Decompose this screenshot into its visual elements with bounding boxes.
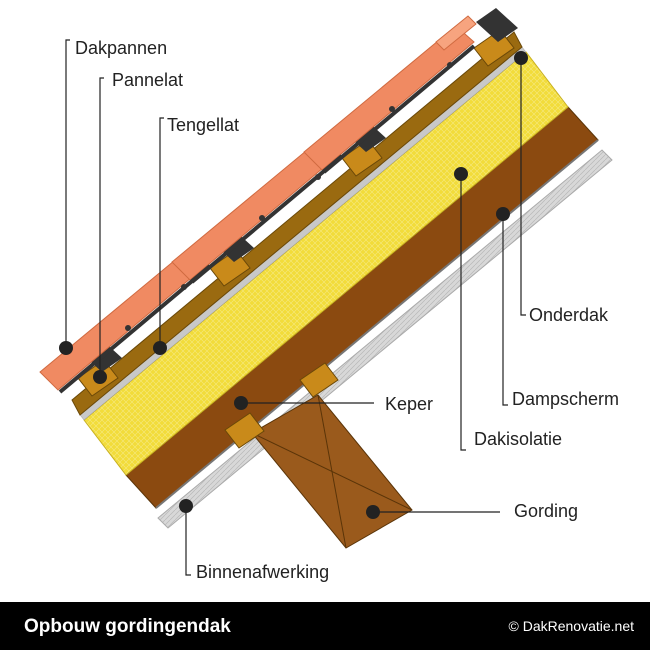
footer-credit: © DakRenovatie.net	[508, 618, 635, 634]
label-dakisolatie: Dakisolatie	[474, 429, 563, 449]
label-dakpannen: Dakpannen	[75, 38, 168, 58]
roof-tiles	[39, 15, 477, 394]
marker-dots	[59, 51, 528, 519]
leader-lines	[65, 39, 526, 576]
label-tengellat: Tengellat	[167, 115, 240, 135]
label-pannelat: Pannelat	[112, 70, 184, 90]
footer-title: Opbouw gordingendak	[24, 616, 231, 637]
label-dampscherm: Dampscherm	[512, 389, 620, 409]
footer-bar: Opbouw gordingendak © DakRenovatie.net	[0, 602, 650, 650]
counter-battens	[77, 29, 515, 449]
vapour-barrier-line	[155, 139, 599, 509]
label-binnenafwerking: Binnenafwerking	[196, 562, 330, 582]
label-onderdak: Onderdak	[529, 305, 609, 325]
label-gording: Gording	[514, 501, 579, 521]
roof-diagram	[39, 8, 613, 576]
purlin-cross-2	[317, 394, 347, 549]
label-keper: Keper	[385, 394, 434, 414]
